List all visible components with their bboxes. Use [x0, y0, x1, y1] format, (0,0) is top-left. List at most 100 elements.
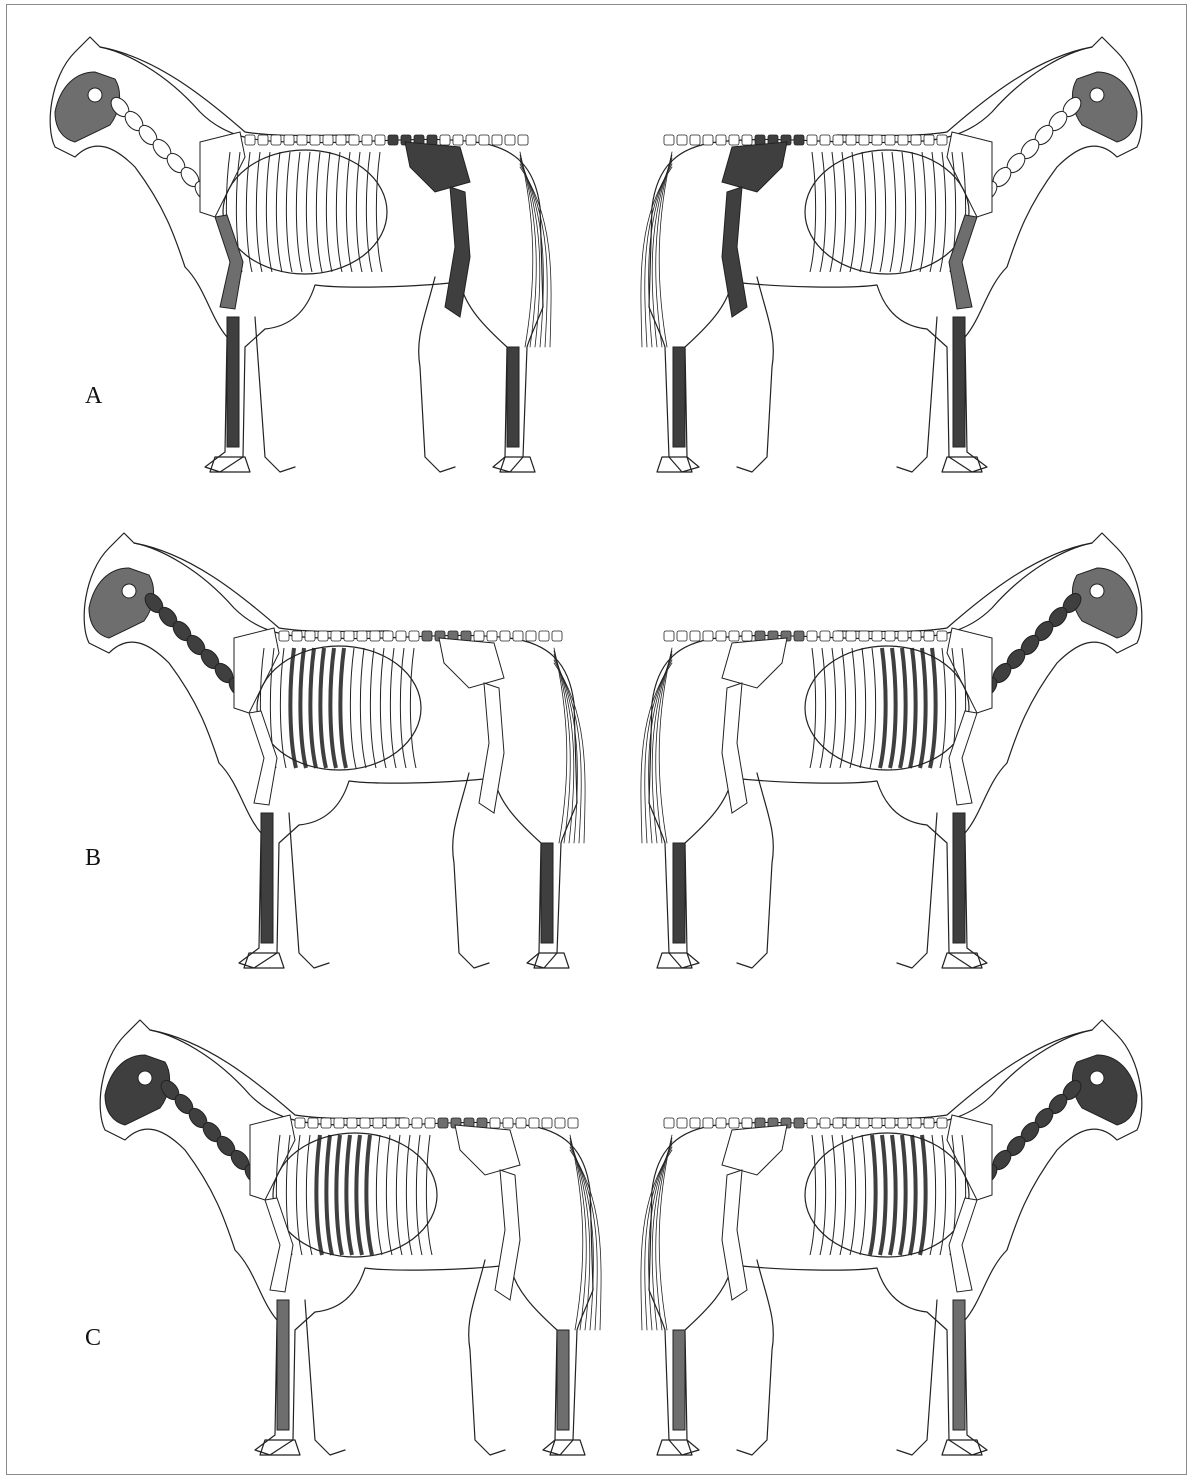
- thoracic-vertebra: [846, 135, 856, 145]
- scapula-bone: [947, 628, 992, 713]
- thoracic-vertebra: [477, 1118, 487, 1128]
- rib-bone: [416, 1135, 422, 1255]
- tail-strand: [570, 1135, 583, 1330]
- rib-bone: [830, 1135, 836, 1255]
- thoracic-vertebra: [347, 1118, 357, 1128]
- thoracic-vertebra: [308, 1118, 318, 1128]
- thoracic-vertebra: [360, 1118, 370, 1128]
- hind-cannon-bone: [507, 347, 519, 447]
- thoracic-vertebra: [742, 631, 752, 641]
- rib-bone: [890, 648, 896, 768]
- thoracic-vertebra: [807, 1118, 817, 1128]
- thoracic-vertebra: [937, 631, 947, 641]
- rib-bone: [940, 152, 946, 272]
- rib-cage-outline: [223, 150, 387, 274]
- scapula-bone: [234, 628, 279, 713]
- thoracic-vertebra: [664, 631, 674, 641]
- rib-bone: [396, 1135, 402, 1255]
- rib-bone: [366, 152, 372, 272]
- thoracic-vertebra: [271, 135, 281, 145]
- thoracic-vertebra: [716, 135, 726, 145]
- rib-bone: [376, 152, 382, 272]
- eye-orbit: [88, 88, 102, 102]
- rib-bone: [920, 152, 926, 272]
- rib-bone: [850, 648, 856, 768]
- horse-illustration: [49, 513, 609, 983]
- rib-bone: [256, 152, 262, 272]
- rib-bone: [386, 1135, 392, 1255]
- thoracic-vertebra: [690, 1118, 700, 1128]
- thoracic-vertebra: [703, 631, 713, 641]
- rib-bone: [860, 648, 866, 768]
- thoracic-vertebra: [373, 1118, 383, 1128]
- thoracic-vertebra: [297, 135, 307, 145]
- thoracic-vertebra: [885, 631, 895, 641]
- thoracic-vertebra: [409, 631, 419, 641]
- femur-tibia-bone: [495, 1170, 520, 1300]
- thoracic-vertebra: [833, 1118, 843, 1128]
- thoracic-vertebra: [924, 1118, 934, 1128]
- tail-strand: [656, 155, 672, 347]
- thoracic-vertebra: [677, 135, 687, 145]
- skull-bone: [105, 1055, 170, 1125]
- thoracic-vertebra: [755, 631, 765, 641]
- femur-tibia-bone: [722, 683, 747, 813]
- rib-bone: [810, 648, 816, 768]
- rib-bone: [870, 152, 876, 272]
- rib-bone: [326, 1135, 332, 1255]
- eye-orbit: [1090, 584, 1104, 598]
- thoracic-vertebra: [677, 1118, 687, 1128]
- rib-bone: [910, 648, 916, 768]
- thoracic-vertebra: [937, 135, 947, 145]
- hind-hoof: [657, 457, 692, 472]
- hind-cannon-bone: [541, 843, 553, 943]
- humerus-radius-bone: [949, 215, 977, 309]
- fore-leg-outline: [897, 813, 937, 968]
- skull-bone: [55, 72, 120, 142]
- thoracic-vertebra: [425, 1118, 435, 1128]
- thoracic-vertebra: [690, 135, 700, 145]
- thoracic-vertebra: [412, 1118, 422, 1128]
- rib-bone: [840, 648, 846, 768]
- rib-bone: [276, 152, 282, 272]
- thoracic-vertebra: [349, 135, 359, 145]
- thoracic-vertebra: [453, 135, 463, 145]
- horse-c-left-view: [65, 1000, 625, 1470]
- pelvis-bone: [722, 142, 787, 192]
- fore-leg-outline: [897, 1300, 937, 1455]
- thoracic-vertebra: [859, 135, 869, 145]
- thoracic-vertebra: [516, 1118, 526, 1128]
- horse-b-left-view: [49, 513, 609, 983]
- thoracic-vertebra: [859, 1118, 869, 1128]
- thoracic-vertebra: [310, 135, 320, 145]
- thoracic-vertebra: [479, 135, 489, 145]
- rib-bone: [830, 648, 836, 768]
- rib-bone: [820, 1135, 826, 1255]
- horse-c-right-view: [617, 1000, 1177, 1470]
- tail-strand: [656, 651, 672, 843]
- thoracic-vertebra: [820, 1118, 830, 1128]
- eye-orbit: [1090, 88, 1104, 102]
- figure-frame: A B C: [6, 4, 1187, 1475]
- humerus-radius-bone: [249, 711, 277, 805]
- thoracic-vertebra: [357, 631, 367, 641]
- rib-bone: [810, 152, 816, 272]
- horse-a-right-view: [617, 17, 1177, 487]
- thoracic-vertebra: [305, 631, 315, 641]
- scapula-bone: [200, 132, 245, 217]
- horse-b-right-view: [617, 513, 1177, 983]
- thoracic-vertebra: [279, 631, 289, 641]
- tail-strand: [656, 1138, 672, 1330]
- rib-bone: [410, 648, 416, 768]
- thoracic-vertebra: [461, 631, 471, 641]
- pelvis-bone: [439, 638, 504, 688]
- hind-cannon-bone: [557, 1330, 569, 1430]
- horse-illustration: [15, 17, 575, 487]
- thoracic-vertebra: [284, 135, 294, 145]
- rib-bone: [370, 648, 376, 768]
- rib-bone: [360, 648, 366, 768]
- humerus-radius-bone: [265, 1198, 293, 1292]
- thoracic-vertebra: [258, 135, 268, 145]
- rib-bone: [406, 1135, 412, 1255]
- thoracic-vertebra: [466, 135, 476, 145]
